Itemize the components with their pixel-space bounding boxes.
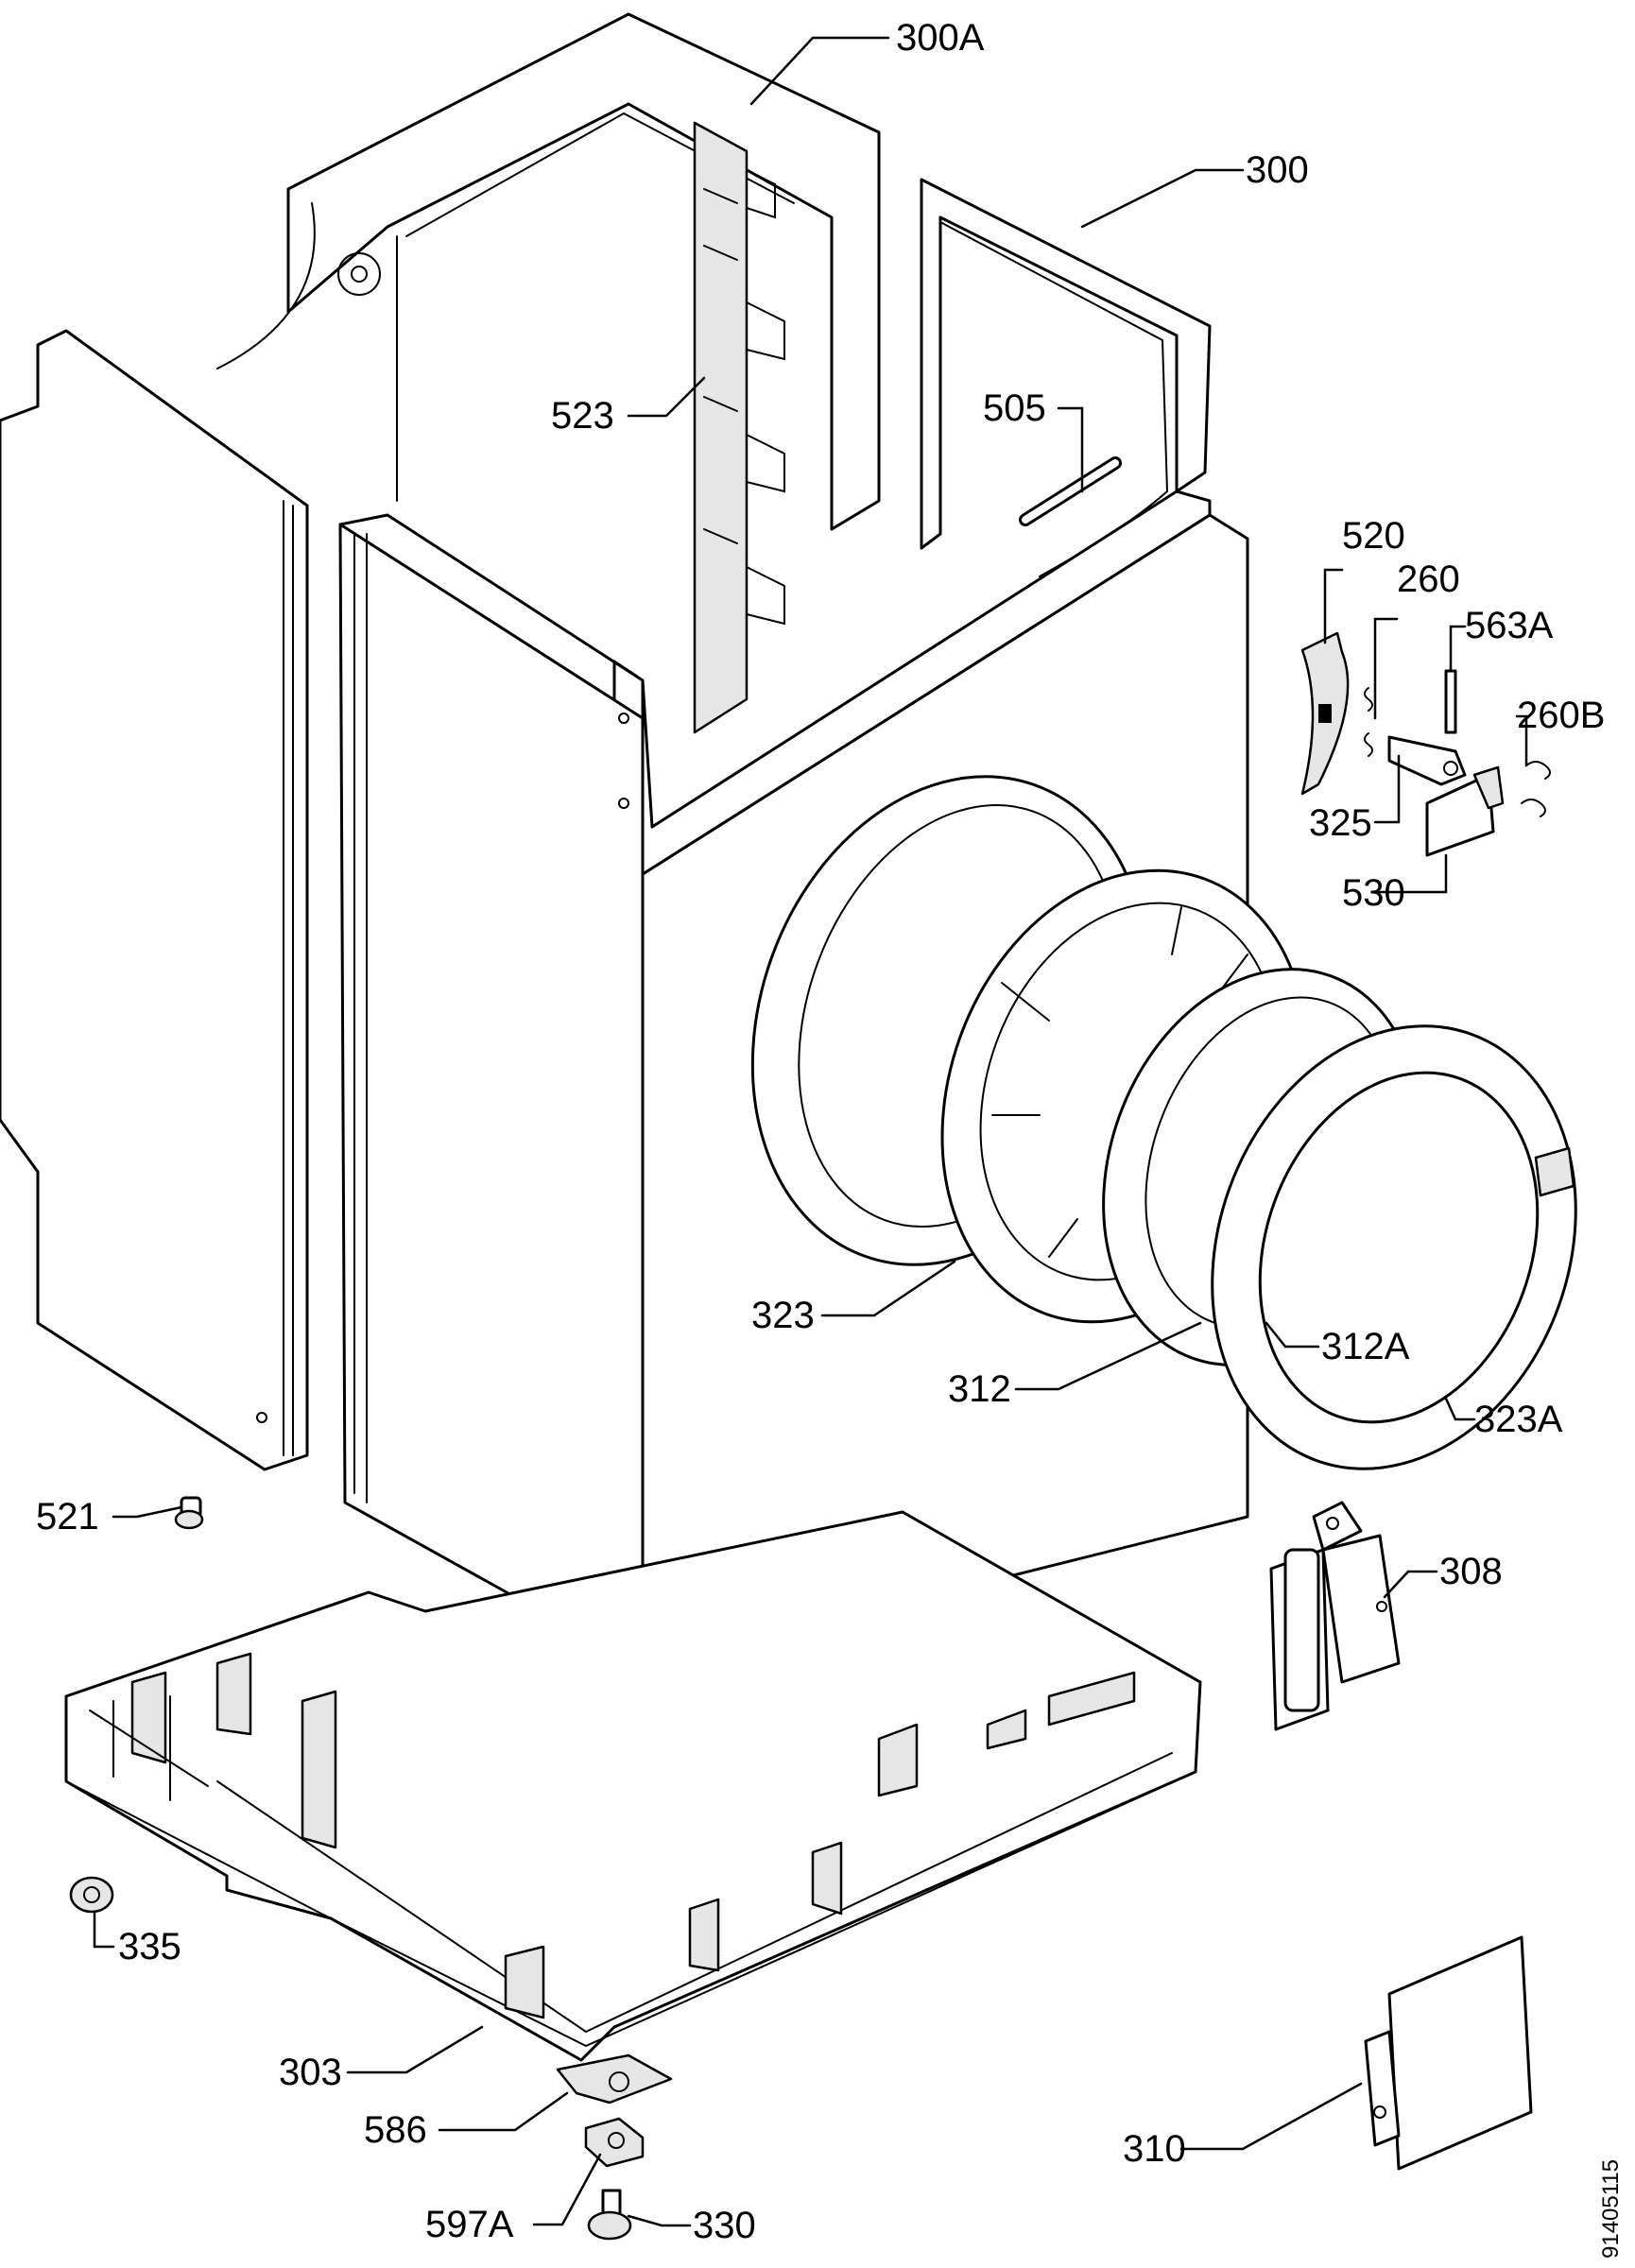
label-520: 520 [1342,515,1405,557]
lock-plate-520 [1300,631,1350,796]
door-frame-323A [1211,1024,1577,1470]
foot-bracket-586 [556,2053,673,2105]
document-number: 91405115 [1598,2159,1624,2259]
label-260B: 260B [1517,695,1605,736]
label-530: 530 [1342,872,1405,914]
pin-563A [1444,669,1457,734]
label-521: 521 [36,1496,99,1538]
label-597A: 597A [425,2204,514,2245]
base-frame-303 [64,1510,1202,2062]
left-side-panel [0,329,309,1471]
label-323A: 323A [1474,1399,1563,1440]
spring-260 [1364,687,1373,757]
nut-597A [584,2117,645,2168]
label-523: 523 [551,395,614,437]
service-cover-310 [1364,1935,1533,2171]
label-325: 325 [1309,802,1372,844]
spring-260B [1521,761,1551,817]
label-586: 586 [364,2109,427,2151]
label-330: 330 [693,2205,756,2246]
label-505: 505 [983,387,1046,429]
rod-505 [1019,456,1122,526]
label-310: 310 [1123,2128,1186,2170]
bracket-523 [693,121,785,734]
label-308: 308 [1439,1551,1503,1592]
label-260: 260 [1397,558,1460,600]
label-300A: 300A [896,17,985,59]
nut-335 [69,1876,114,1914]
label-335: 335 [118,1926,181,1967]
part-labels: 300A 300 523 505 520 260 563A 260B 325 5… [36,17,1624,2259]
leader-lines [93,36,1528,2227]
label-323: 323 [751,1295,815,1336]
label-312: 312 [948,1368,1011,1410]
label-312A: 312A [1321,1326,1410,1367]
foot-screw-330 [587,2189,632,2241]
lock-cover-530 [1425,765,1505,857]
hinge-308 [1269,1501,1401,1731]
label-563A: 563A [1465,605,1554,646]
label-303: 303 [279,2052,342,2093]
screw-521 [174,1496,204,1530]
label-300: 300 [1246,149,1309,191]
lever-325 [1387,735,1467,786]
